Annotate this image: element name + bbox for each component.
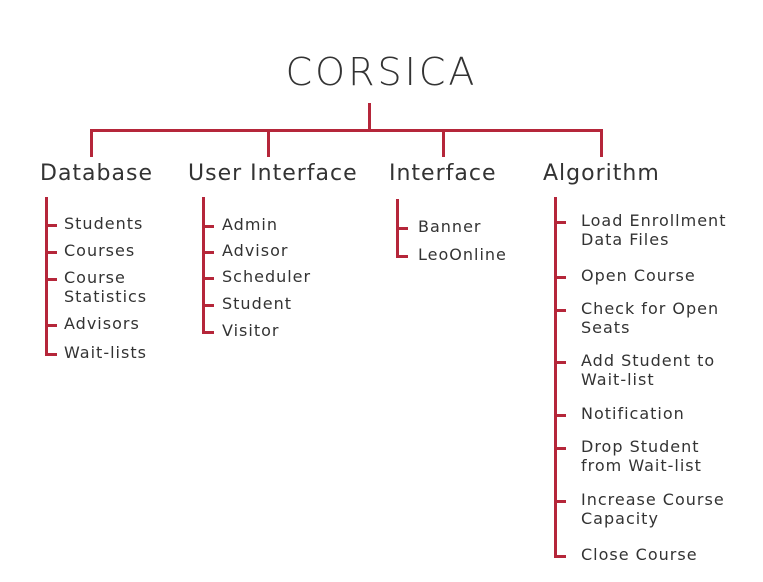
category-label: Interface — [389, 161, 497, 186]
item-tick-line — [45, 224, 57, 227]
branch-drop-line — [267, 129, 270, 157]
title-stem-line — [368, 103, 371, 131]
item-tick-line — [45, 353, 57, 356]
category-label: Database — [40, 161, 153, 186]
list-item: Courses — [64, 241, 136, 260]
item-tick-line — [554, 414, 566, 417]
item-tick-line — [45, 278, 57, 281]
branch-bar-line — [91, 129, 603, 132]
item-tick-line — [554, 447, 566, 450]
list-item: LeoOnline — [418, 245, 507, 264]
diagram-title: CORSICA — [285, 50, 478, 94]
item-tick-line — [554, 309, 566, 312]
list-item: Wait-lists — [64, 343, 147, 362]
item-tick-line — [45, 251, 57, 254]
item-tick-line — [554, 221, 566, 224]
item-tick-line — [554, 555, 566, 558]
category-label: Algorithm — [543, 161, 660, 186]
list-item: Scheduler — [222, 267, 312, 286]
item-tick-line — [202, 331, 214, 334]
item-tick-line — [202, 251, 214, 254]
item-tick-line — [202, 304, 214, 307]
category-label: User Interface — [188, 161, 358, 186]
item-trunk-line — [554, 197, 557, 558]
list-item: Close Course — [581, 545, 698, 564]
item-trunk-line — [202, 197, 205, 334]
list-item: Advisors — [64, 314, 140, 333]
item-trunk-line — [45, 197, 48, 356]
list-item: Notification — [581, 404, 685, 423]
list-item: Admin — [222, 215, 278, 234]
branch-drop-line — [442, 129, 445, 157]
item-tick-line — [554, 276, 566, 279]
item-tick-line — [45, 324, 57, 327]
item-tick-line — [202, 225, 214, 228]
list-item: Banner — [418, 217, 482, 236]
list-item: Students — [64, 214, 144, 233]
item-tick-line — [202, 277, 214, 280]
list-item: Advisor — [222, 241, 289, 260]
branch-drop-line — [90, 129, 93, 157]
item-tick-line — [554, 361, 566, 364]
item-tick-line — [554, 500, 566, 503]
branch-drop-line — [600, 129, 603, 157]
list-item: Visitor — [222, 321, 280, 340]
item-tick-line — [396, 227, 408, 230]
list-item: Open Course — [581, 266, 696, 285]
item-tick-line — [396, 255, 408, 258]
list-item: Student — [222, 294, 292, 313]
